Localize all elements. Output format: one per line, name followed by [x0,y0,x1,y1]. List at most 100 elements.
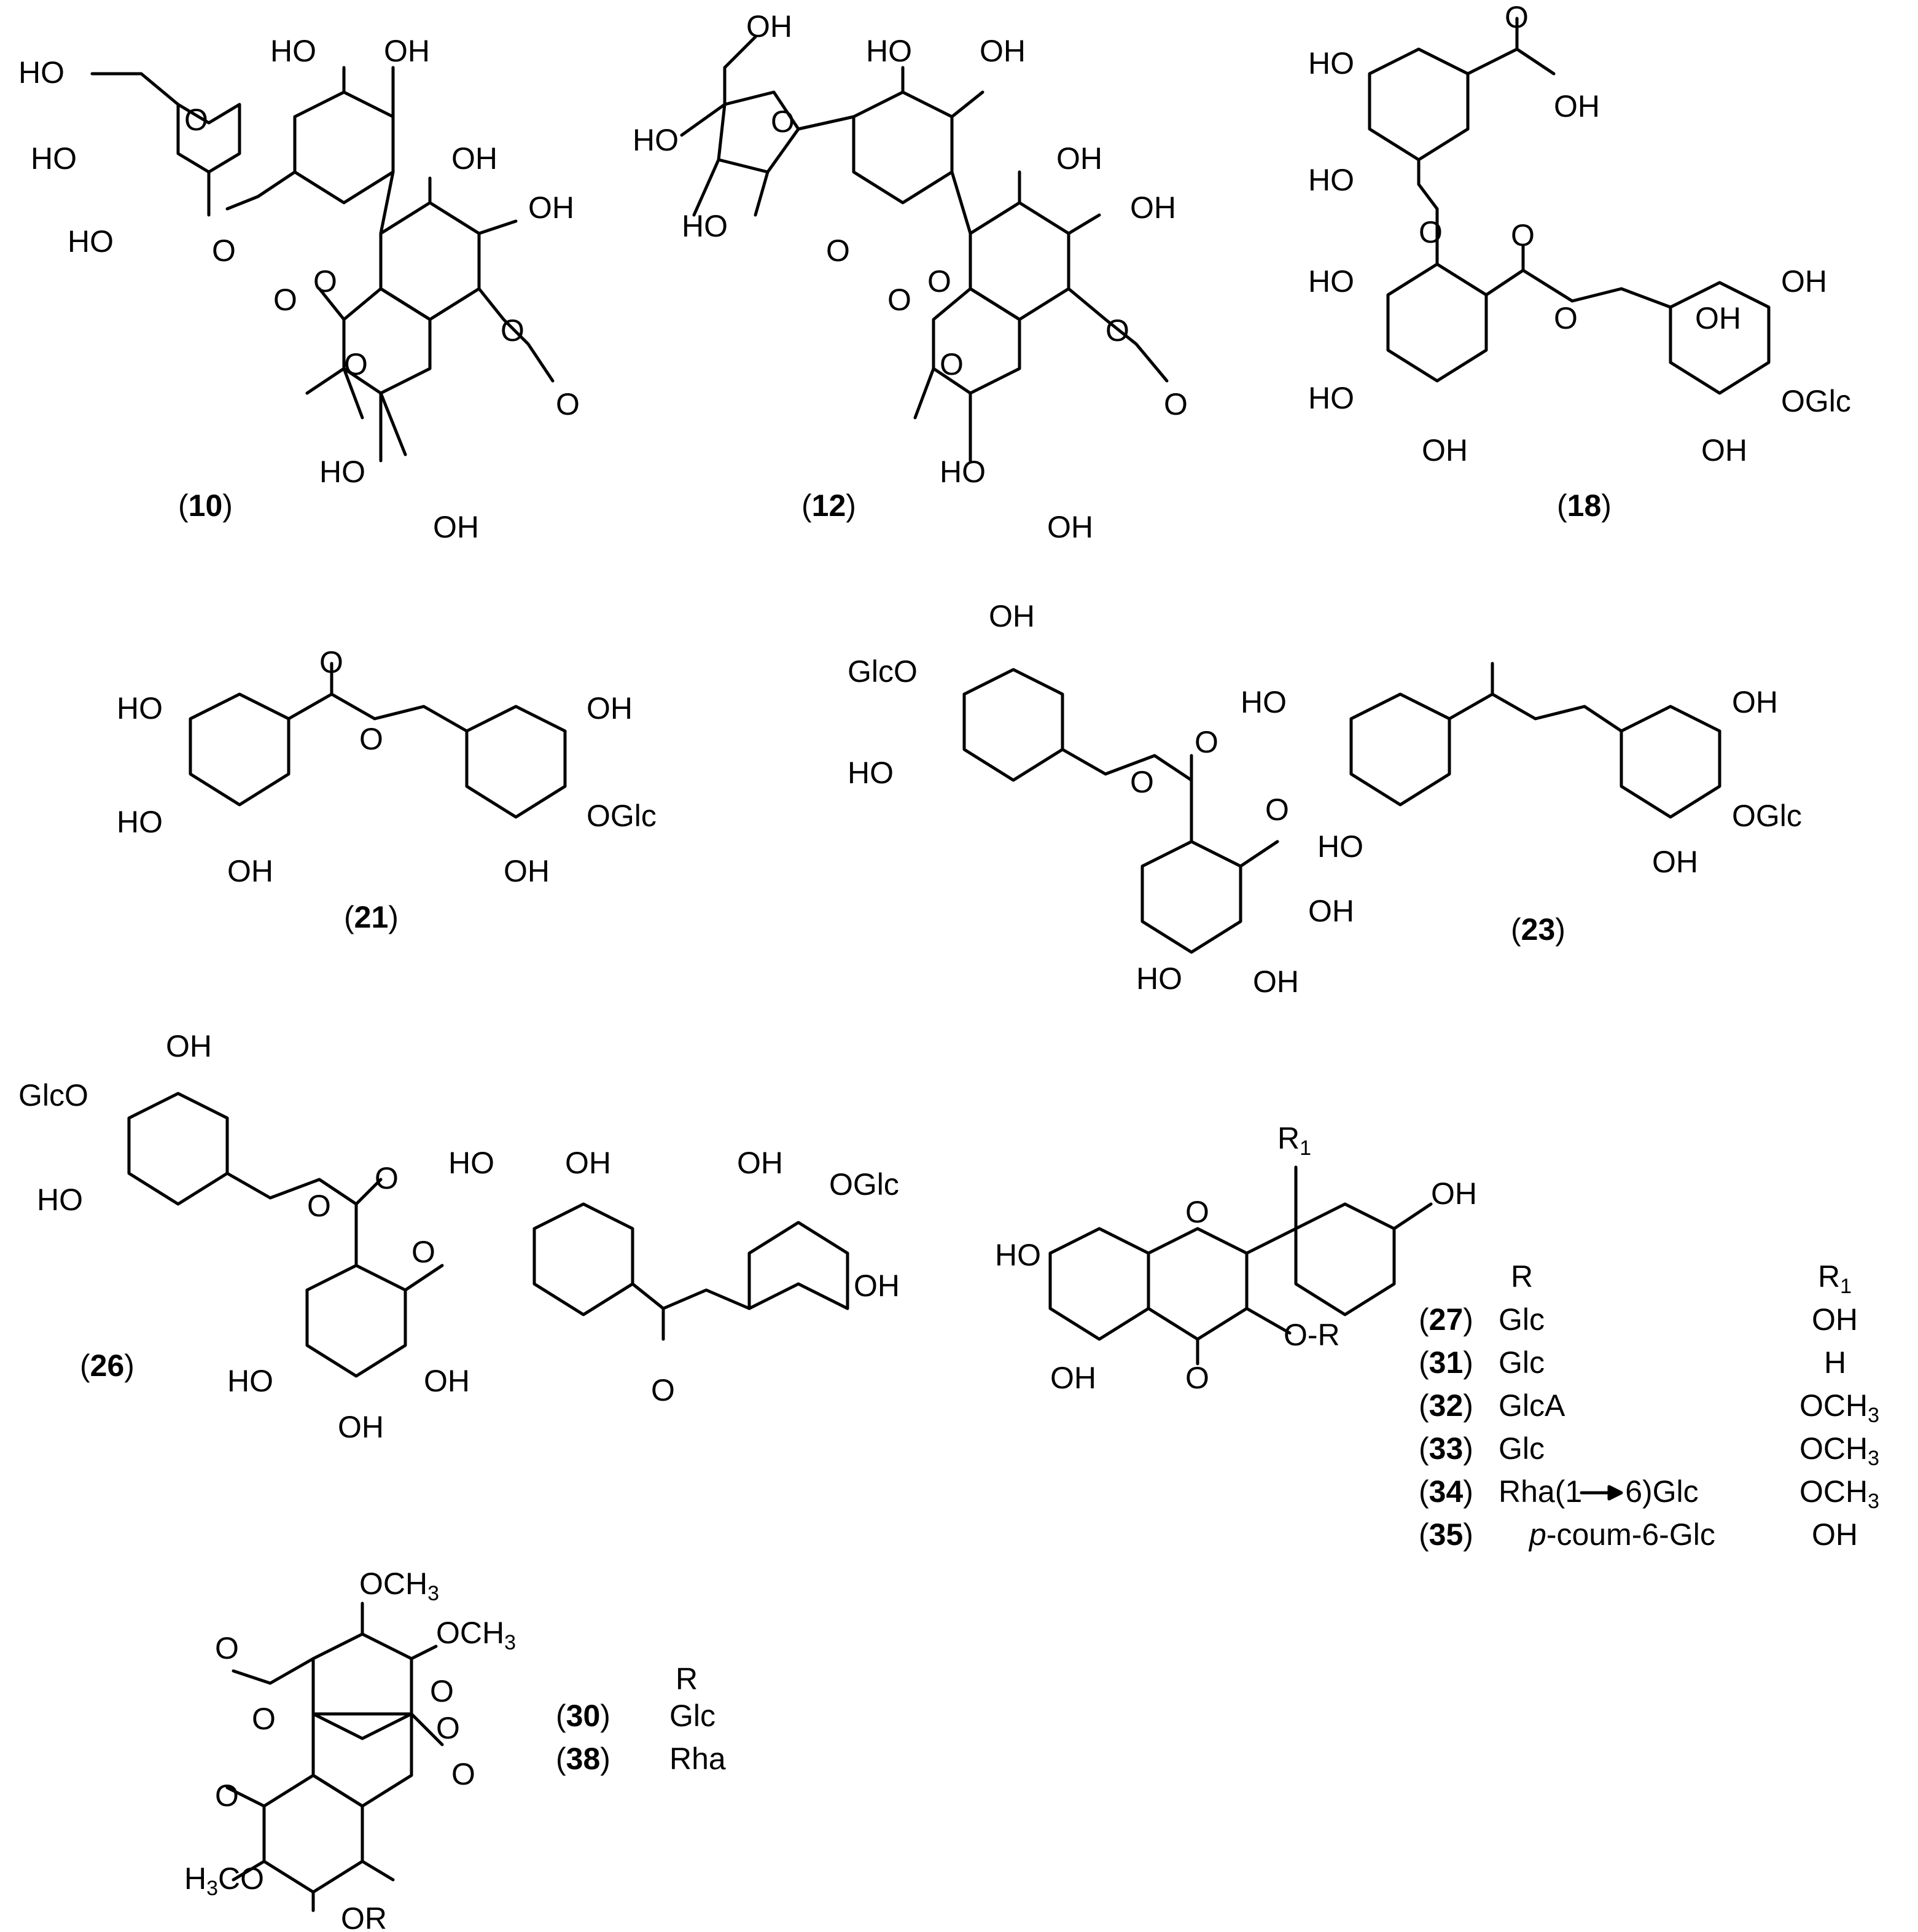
ellagic-label: O [430,1674,454,1708]
c26-label: HO [448,1146,494,1180]
ellagic-h3co: H3CO [184,1861,264,1900]
ellagic-header-r: R [676,1662,698,1696]
c18-label: O [1554,301,1578,335]
ellagic-label: O [252,1702,276,1736]
c12-label: HO [682,209,728,243]
ellagic-och3: OCH3 [359,1566,439,1605]
c26-label: OH [854,1269,900,1303]
flavonol-label: O [1185,1195,1209,1229]
c21-label: OH [227,854,273,888]
ellagic-label: O [436,1711,460,1745]
compound-23-structure [962,662,1721,954]
flavonol-row-r: Glc [1499,1345,1545,1380]
c21-label: OH [587,691,633,725]
c26-label: OH [166,1029,212,1063]
c26-label: GlcO [18,1078,88,1113]
ellagic-row-r: Glc [669,1699,715,1733]
c10-label: O [212,233,236,268]
flavonol-row-r: p-coum-6-Glc [1528,1517,1715,1552]
c12-label: O [826,233,850,268]
ellagic-label: O [215,1778,239,1813]
c26-label: HO [227,1364,273,1398]
c18-label: OH [1781,264,1827,299]
flavonol-row-num: (33) [1419,1431,1473,1466]
compound-18-structure [1368,17,1771,395]
c18-label: OGlc [1781,384,1851,418]
c18-label: OH [1554,89,1600,123]
c23-label: OGlc [1732,799,1802,833]
flavonol-row-r1: H [1824,1345,1846,1380]
c23-label: OH [989,599,1035,633]
c12-label: OH [980,34,1026,68]
flavonol-row-r1: OCH3 [1799,1474,1879,1513]
c23-label: OH [1732,685,1778,719]
c12-label: OH [1130,190,1176,225]
c23-label: OH [1308,894,1354,928]
flavonol-label: HO [995,1238,1041,1272]
c21-label: HO [117,805,163,839]
ellagic-label: OR [341,1901,387,1932]
compound-label-12: (12) [801,488,856,523]
flavonol-row-num: (34) [1419,1474,1473,1509]
c23-label: OH [1652,845,1698,879]
ellagic-row-r: Rha [669,1742,726,1776]
c26-label: OH [424,1364,470,1398]
c12-label: OH [1056,141,1102,176]
c23-label: HO [1136,961,1182,996]
ellagic-och3: OCH3 [436,1616,516,1654]
c26-label: O [651,1373,675,1407]
c23-label: O [1130,765,1154,799]
c10-label: HO [31,141,77,176]
ellagic-structure [225,1602,444,1912]
flavonol-row-r1: OCH3 [1799,1431,1879,1470]
c12-label: O [927,264,951,299]
compound-21-structure [189,662,567,819]
c10-label: HO [18,55,64,90]
c26-label: O [307,1189,331,1223]
c10-label: OH [528,190,574,225]
compound-10-structure [90,66,555,463]
c12-label: HO [866,34,912,68]
c26-label: OH [338,1410,384,1444]
c12-label: O [940,347,964,381]
c18-label: OH [1701,433,1747,467]
c21-label: O [319,645,343,679]
flavonol-header-r1: R1 [1818,1259,1852,1298]
c18-label: O [1419,215,1443,249]
flavonol-row-r1: OH [1812,1302,1858,1337]
flavonol-row-r1: OCH3 [1799,1388,1879,1427]
c23-label: O [1195,725,1218,759]
flavonol-row-r: GlcA [1499,1388,1565,1423]
compound-12-structure [680,35,1169,463]
flavonol-label: OH [1050,1361,1096,1395]
c18-label: HO [1308,46,1354,80]
flavonol-row-num: (35) [1419,1517,1473,1552]
c18-label: OH [1695,301,1741,335]
c18-label: HO [1308,264,1354,299]
compound-label-21: (21) [344,900,399,934]
ellagic-row-num: (38) [556,1742,610,1776]
c12-label: O [1105,313,1129,348]
c12-label: OH [1047,510,1093,544]
compound-label-18: (18) [1557,488,1612,523]
compound-label-23: (23) [1511,912,1565,947]
c21-label: OGlc [587,799,657,833]
c21-label: HO [117,691,163,725]
c10-label: O [556,387,580,421]
c21-label: OH [504,854,550,888]
c12-label: O [1164,387,1188,421]
flavonol-label: O [1185,1361,1209,1395]
c23-label: HO [1241,685,1287,719]
flavonol-row-r: Glc [1499,1431,1545,1466]
compound-label-10: (10) [178,488,233,523]
flavonol-row-r: Glc [1499,1302,1545,1337]
arrow-head [1607,1485,1623,1501]
flavonol-row-num: (32) [1419,1388,1473,1423]
c12-label: O [887,283,911,317]
ellagic-row-num: (30) [556,1699,610,1733]
c18-label: O [1505,0,1529,34]
c10-label: OH [433,510,479,544]
